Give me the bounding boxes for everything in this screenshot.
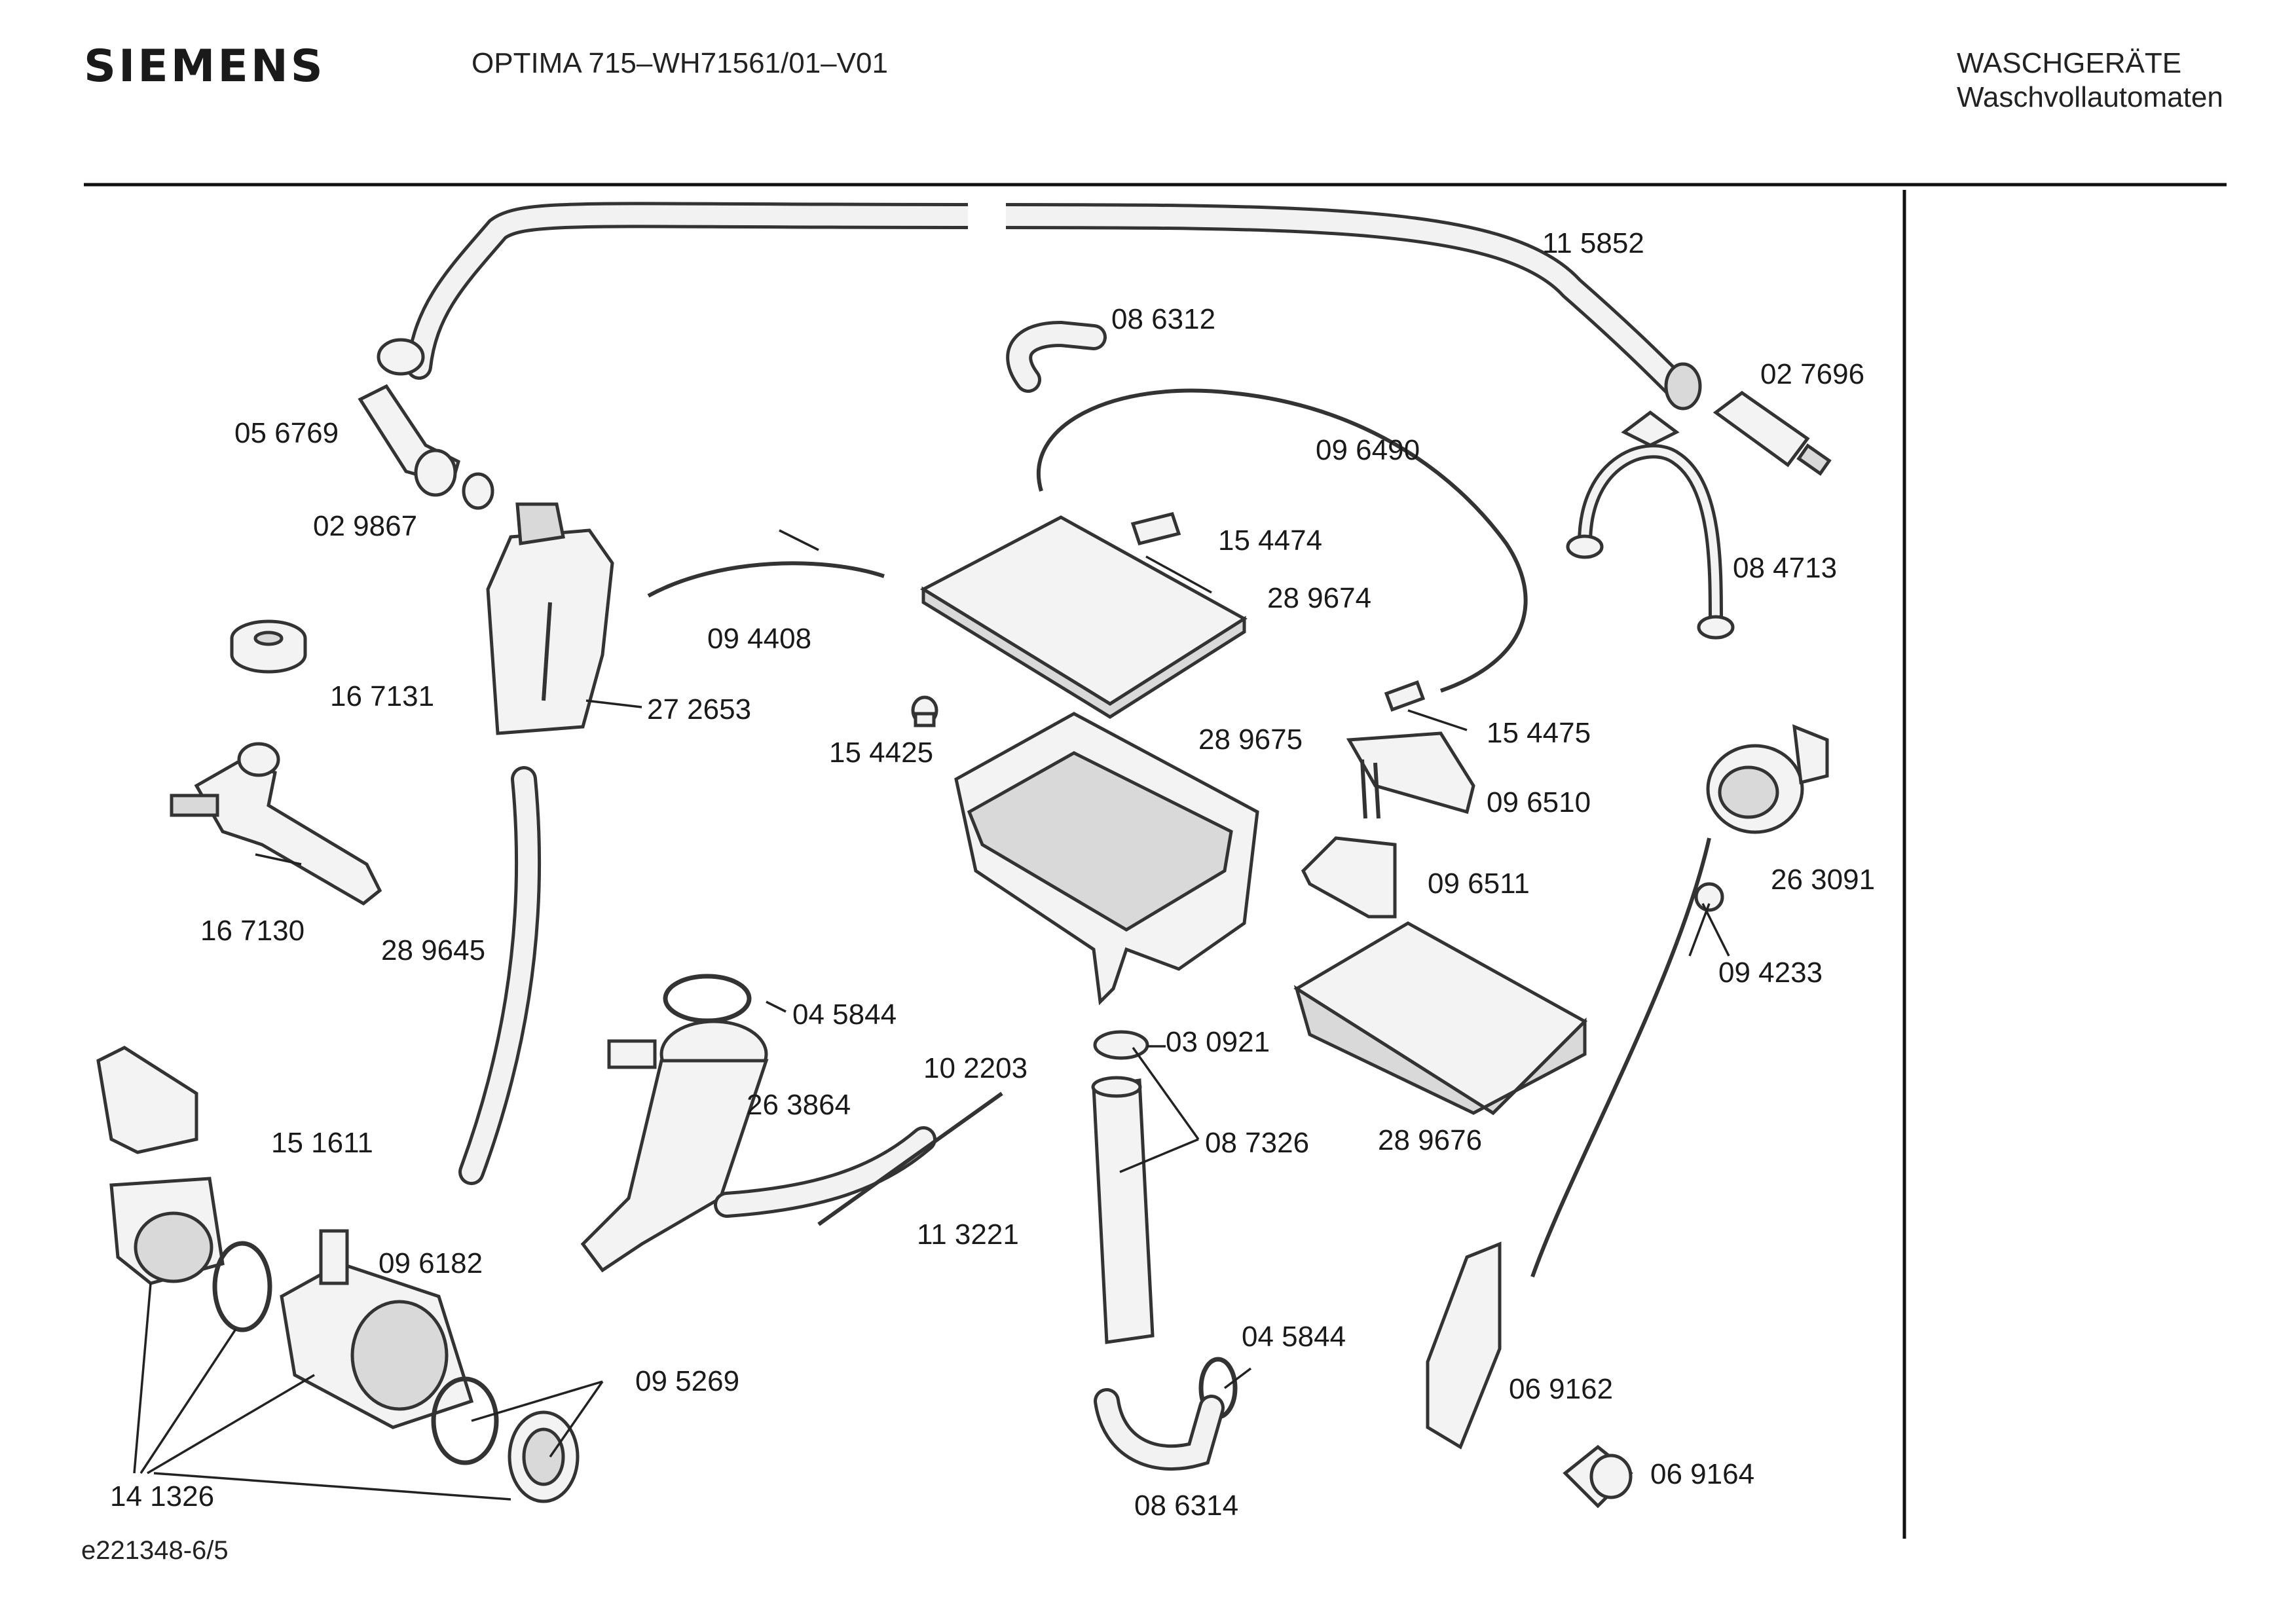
hose-holder-icon: [1566, 410, 1735, 640]
part-number: 14 1326: [110, 1480, 214, 1512]
part-number: 02 9867: [313, 510, 417, 542]
part-number: 08 6312: [1111, 303, 1215, 335]
seal-ring-icon: [212, 1241, 272, 1332]
model-title: OPTIMA 715–WH71561/01–V01: [472, 47, 888, 79]
hose-connector-icon: [1713, 390, 1832, 476]
bracket-icon: [1426, 1241, 1502, 1450]
part-number: 16 7130: [200, 915, 305, 947]
dispenser-housing-icon: [954, 712, 1259, 1006]
part-number: 09 6182: [379, 1247, 483, 1279]
part-number: 15 1611: [271, 1127, 373, 1159]
part-number: 03 0921: [1166, 1026, 1270, 1058]
part-number: 11 5852: [1542, 227, 1644, 259]
part-number: 09 4233: [1718, 957, 1823, 989]
part-number: 11 3221: [917, 1218, 1019, 1251]
air-chamber-icon: [486, 502, 614, 735]
vent-pipe-icon: [1091, 1076, 1155, 1344]
part-number: 15 4474: [1218, 524, 1322, 557]
elbow-icon: [358, 338, 460, 497]
clip-icon: [1130, 512, 1181, 545]
detergent-drawer-icon: [1293, 921, 1588, 1116]
drawing-id: e221348-6/5: [81, 1536, 229, 1565]
seal-icon: [1093, 1030, 1149, 1060]
brand-logo: SIEMENS: [84, 41, 325, 92]
hose-clamp-icon: [663, 974, 752, 1023]
part-number: 02 7696: [1760, 358, 1864, 390]
part-number: 09 6511: [1428, 868, 1530, 900]
plug-icon: [911, 695, 938, 727]
part-number: 09 4408: [707, 623, 811, 655]
part-number: 28 9676: [1378, 1124, 1482, 1156]
wire-icon: [817, 1091, 1003, 1226]
part-number: 28 9645: [381, 934, 485, 966]
part-number: 08 4713: [1733, 552, 1837, 584]
part-number: 09 5269: [635, 1365, 739, 1397]
part-number: 04 5844: [792, 998, 897, 1031]
category-label: WASCHGERÄTE: [1957, 47, 2182, 79]
dispenser-cover-icon: [919, 515, 1248, 719]
cap-icon: [1563, 1444, 1633, 1509]
pump-housing-icon: [280, 1229, 474, 1429]
part-number: 26 3091: [1771, 864, 1875, 896]
tube-icon: [1036, 388, 1528, 693]
part-number: 05 6769: [234, 417, 339, 449]
heater-hose-icon: [170, 742, 382, 906]
part-number: 08 6314: [1134, 1490, 1238, 1522]
part-number: 04 5844: [1242, 1321, 1346, 1353]
part-number: 06 9164: [1650, 1458, 1754, 1490]
leader-lines: [133, 529, 1730, 1501]
part-number: 09 6510: [1487, 786, 1591, 818]
part-number: 08 7326: [1205, 1127, 1309, 1159]
part-number: 26 3864: [747, 1089, 851, 1121]
part-number: 28 9675: [1198, 724, 1303, 756]
part-number: 15 4475: [1487, 717, 1591, 749]
valve-bracket-icon: [1346, 731, 1475, 819]
sump-hose-icon: [580, 1019, 769, 1273]
part-number: 28 9674: [1267, 582, 1371, 614]
hose-elbow-icon: [1006, 320, 1107, 393]
drain-pump-icon: [109, 1177, 225, 1285]
drain-hose-icon: [406, 196, 1702, 411]
filter-icon: [431, 1376, 580, 1503]
hose-icon: [458, 766, 542, 1185]
connector-icon: [1384, 680, 1426, 712]
seal-ring-icon: [462, 472, 494, 510]
tube-icon: [647, 561, 885, 598]
pressure-switch-icon: [1706, 724, 1829, 834]
part-number: 15 4425: [829, 737, 933, 769]
siphon-icon: [1301, 836, 1397, 919]
subcategory-label: Waschvollautomaten: [1957, 81, 2223, 113]
part-number: 16 7131: [330, 680, 434, 712]
part-number: 10 2203: [923, 1052, 1028, 1084]
drain-hose-icon: [1094, 1388, 1225, 1471]
washer-icon: [230, 619, 307, 674]
part-number: 06 9162: [1509, 1373, 1613, 1405]
pump-cover-icon: [96, 1046, 198, 1154]
part-number: 09 6490: [1316, 434, 1420, 466]
part-number: 27 2653: [647, 693, 751, 725]
hose-icon: [714, 1126, 936, 1218]
